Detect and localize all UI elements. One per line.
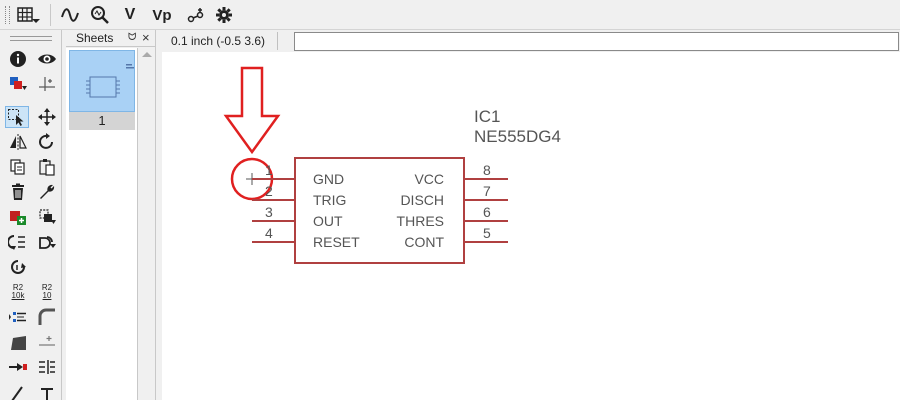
line-tool-icon[interactable] (6, 382, 30, 400)
pin-name: THRES (397, 213, 444, 229)
route-icon[interactable] (6, 356, 30, 378)
value-icon-glyph: R2 (41, 283, 53, 292)
pin-name: RESET (313, 234, 360, 250)
left-tool-palette: R2 10k R2 10 (0, 30, 62, 400)
pin-number: 1 (265, 162, 273, 178)
text-icon[interactable] (35, 382, 59, 400)
value-icon[interactable]: R2 10 (35, 281, 59, 303)
right-pins: 8 7 6 5 VCC DISCH THRES CONT (397, 162, 508, 250)
annotation-arrow (223, 66, 281, 155)
select-icon[interactable] (5, 106, 29, 128)
pin-number: 2 (265, 183, 273, 199)
pin-name: TRIG (313, 192, 346, 208)
pinswap-icon[interactable] (6, 231, 30, 253)
toolbar-grip[interactable] (5, 6, 10, 24)
coordinate-bar: 0.1 inch (-0.5 3.6) (157, 30, 900, 52)
grid-icon[interactable] (14, 3, 38, 27)
toolbar-separator (50, 4, 51, 26)
ripup-icon[interactable] (35, 356, 59, 378)
copy-icon[interactable] (6, 156, 30, 178)
pin-number: 6 (483, 204, 491, 220)
curve-icon[interactable] (184, 3, 208, 27)
pin-number: 3 (265, 204, 273, 220)
close-panel-icon[interactable]: × (142, 30, 150, 45)
dropdown-arrow-icon[interactable] (30, 3, 42, 27)
smash-icon[interactable] (6, 306, 30, 328)
wrench-icon[interactable] (35, 181, 59, 203)
part-value-label: NE555DG4 (474, 127, 561, 146)
sheet-thumbnail[interactable] (69, 50, 135, 112)
v-icon[interactable]: V (118, 3, 142, 27)
schematic-drawing: IC1 NE555DG4 1 2 3 4 GND TRIG OUT RESET (223, 66, 561, 264)
eye-icon[interactable] (35, 48, 59, 70)
pin-number: 4 (265, 225, 273, 241)
gear-icon[interactable] (212, 3, 236, 27)
gateswap-icon[interactable] (35, 231, 59, 253)
zoom-magnifier-icon[interactable] (88, 3, 112, 27)
gateswap-alt-icon[interactable] (6, 256, 30, 278)
vp-icon-glyph: Vp (152, 6, 172, 24)
pin-number: 5 (483, 225, 491, 241)
pin-name: OUT (313, 213, 343, 229)
mark-icon[interactable] (35, 73, 59, 95)
palette-grip[interactable] (10, 36, 52, 41)
coordinate-separator (277, 32, 278, 50)
left-pins: 1 2 3 4 GND TRIG OUT RESET (252, 162, 360, 250)
pin-name: VCC (414, 171, 444, 187)
optimize-icon[interactable] (35, 331, 59, 353)
delete-icon[interactable] (6, 181, 30, 203)
move-icon[interactable] (35, 106, 59, 128)
sheet-list: 1 (66, 48, 138, 400)
coordinate-readout: 0.1 inch (-0.5 3.6) (171, 34, 266, 48)
info-icon[interactable] (6, 48, 30, 70)
miter-icon[interactable] (35, 306, 59, 328)
paste-icon[interactable] (35, 156, 59, 178)
pin-number: 7 (483, 183, 491, 199)
schematic-canvas[interactable]: IC1 NE555DG4 1 2 3 4 GND TRIG OUT RESET (162, 52, 900, 400)
add-part-icon[interactable] (6, 206, 30, 228)
mirror-icon[interactable] (6, 131, 30, 153)
sheet-number-label[interactable]: 1 (69, 112, 135, 130)
sheets-panel-title: Sheets (76, 31, 114, 45)
float-panel-icon[interactable]: ᗢ (128, 32, 137, 43)
value-icon-sub-glyph: 10 (42, 291, 52, 300)
name-icon[interactable]: R2 10k (6, 281, 30, 303)
pin-name: GND (313, 171, 344, 187)
scroll-up-icon[interactable] (142, 52, 152, 57)
split-icon[interactable] (6, 331, 30, 353)
name-icon-glyph: R2 (12, 283, 24, 292)
pin-name: CONT (404, 234, 444, 250)
pin-number: 8 (483, 162, 491, 178)
v-icon-glyph: V (124, 6, 136, 23)
top-toolbar: V Vp (0, 0, 900, 30)
replace-icon[interactable] (35, 206, 59, 228)
part-name-label: IC1 (474, 107, 500, 126)
ic-body[interactable] (294, 157, 465, 264)
command-line-input[interactable] (294, 32, 899, 51)
pin-name: DISCH (400, 192, 444, 208)
sheets-panel: Sheets ᗢ × 1 (66, 30, 156, 400)
vp-icon[interactable]: Vp (150, 3, 174, 27)
sheet-list-scrollbar[interactable] (139, 48, 155, 400)
name-icon-sub-glyph: 10k (11, 291, 25, 300)
rotate-icon[interactable] (35, 131, 59, 153)
waveform-icon[interactable] (58, 3, 82, 27)
layer-icon[interactable] (6, 73, 30, 95)
sheets-panel-header: Sheets ᗢ × (66, 30, 155, 47)
